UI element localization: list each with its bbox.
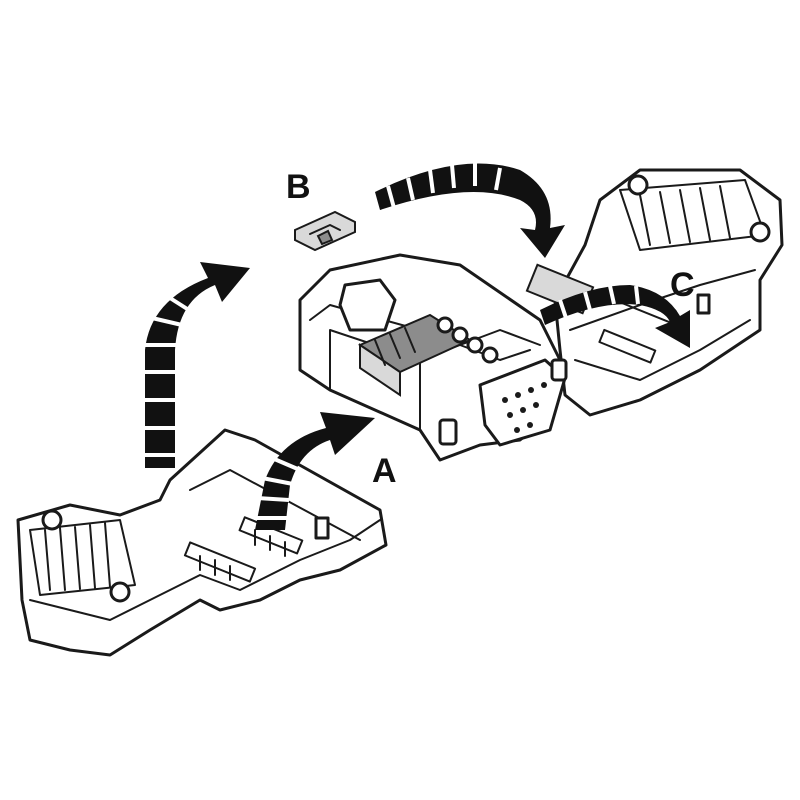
- left-shell-post: [314, 516, 330, 540]
- label-a: A: [372, 452, 397, 490]
- right-strain-relief: [619, 174, 771, 251]
- label-b: B: [286, 168, 311, 206]
- connector-body: [298, 253, 568, 462]
- cable-guide: [338, 278, 397, 332]
- arrow-a: [254, 412, 375, 530]
- arrow-left-up: [143, 262, 250, 468]
- screw-posts: [438, 358, 568, 446]
- left-housing-shell: [16, 428, 388, 657]
- terminal-block: [357, 313, 499, 397]
- left-strain-relief: [29, 509, 136, 603]
- left-shell-slots: [183, 516, 304, 583]
- clip-part-b: [294, 210, 356, 252]
- right-shell-post: [696, 293, 711, 315]
- label-c: C: [670, 266, 695, 304]
- arrow-c: [540, 285, 690, 348]
- dsub-connector: [478, 358, 567, 447]
- arrow-b-curve: [375, 163, 565, 258]
